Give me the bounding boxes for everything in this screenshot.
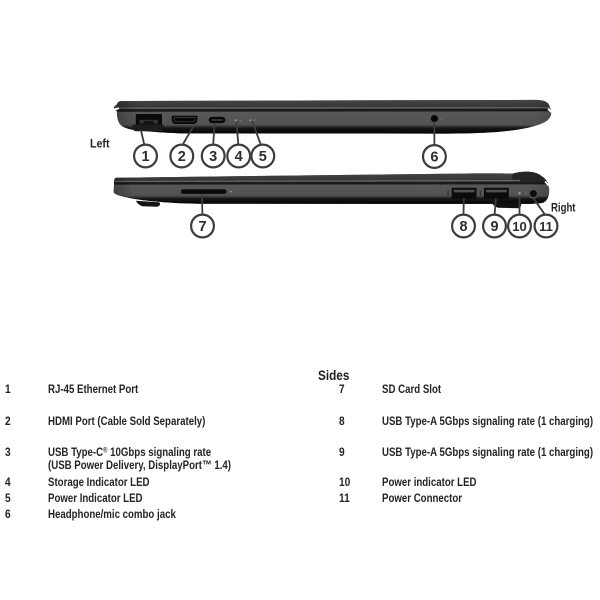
svg-text:Left: Left bbox=[90, 139, 110, 151]
svg-text:Right: Right bbox=[551, 203, 576, 215]
svg-text:3: 3 bbox=[209, 149, 217, 165]
svg-text:11: 11 bbox=[539, 219, 553, 234]
svg-text:9: 9 bbox=[490, 219, 498, 235]
svg-text:7: 7 bbox=[198, 219, 206, 235]
svg-text:6: 6 bbox=[430, 150, 438, 166]
svg-text:10: 10 bbox=[512, 219, 526, 234]
svg-text:2: 2 bbox=[178, 149, 186, 165]
svg-text:4: 4 bbox=[235, 149, 243, 165]
svg-text:5: 5 bbox=[259, 149, 267, 165]
svg-text:1: 1 bbox=[141, 149, 149, 165]
svg-text:8: 8 bbox=[459, 219, 467, 235]
